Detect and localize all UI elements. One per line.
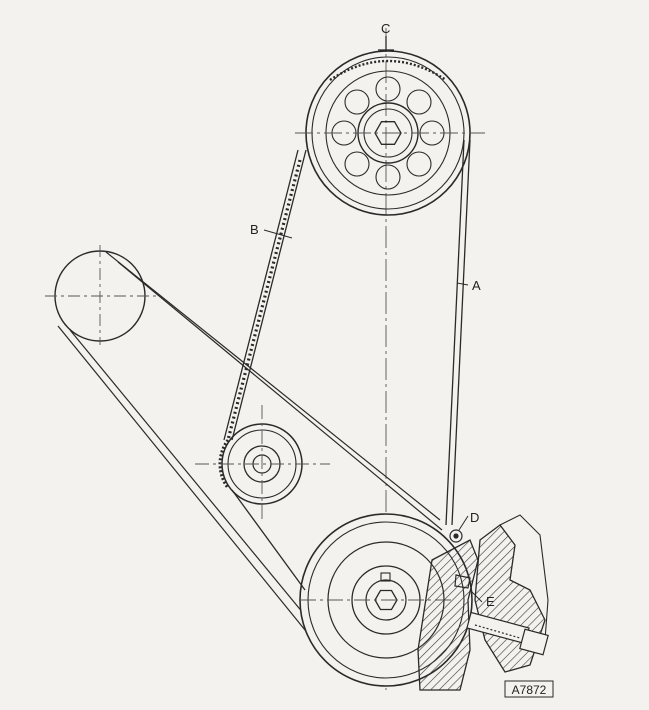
label-b: B xyxy=(250,222,259,237)
figure-reference: A7872 xyxy=(504,680,554,698)
timing-mark-c xyxy=(378,36,394,52)
figure-reference-text: A7872 xyxy=(512,683,547,697)
label-e: E xyxy=(486,594,495,609)
timing-belt xyxy=(223,139,471,591)
label-d: D xyxy=(470,510,479,525)
auxiliary-belt xyxy=(57,251,443,647)
label-a: A xyxy=(472,278,481,293)
label-c: C xyxy=(381,21,390,36)
timing-pin-bolt xyxy=(466,611,549,656)
timing-mark-d xyxy=(449,529,463,543)
crank-timing-notch xyxy=(454,574,471,589)
callout-leaders xyxy=(263,229,483,603)
